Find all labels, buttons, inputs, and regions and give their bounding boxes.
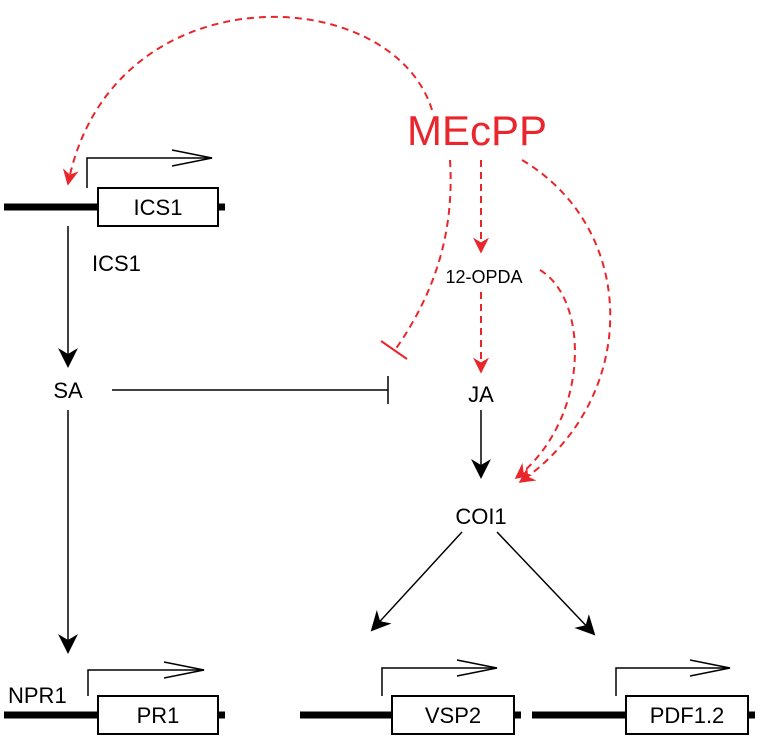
ja-label: JA bbox=[468, 382, 494, 407]
arrow-coi1-to-pdf12 bbox=[496, 531, 596, 636]
mecpp-label: MEcPP bbox=[407, 107, 547, 154]
vsp2-gene-label: VSP2 bbox=[425, 703, 481, 728]
pdf12-promoter-arrowhead bbox=[689, 659, 731, 677]
arrow-coi1-to-vsp2 bbox=[370, 531, 463, 632]
red-inhibition-mecpp-to-sa-ja bbox=[394, 159, 452, 351]
red-arrow-mecpp-to-coi1 bbox=[518, 159, 612, 483]
gene-pr1: PR1 bbox=[4, 661, 225, 735]
red-arrow-mecpp-to-ics1 bbox=[62, 15, 433, 186]
pdf12-gene-label: PDF1.2 bbox=[650, 703, 725, 728]
pr1-gene-label: PR1 bbox=[137, 703, 180, 728]
gene-vsp2: VSP2 bbox=[300, 659, 521, 735]
pdf12-promoter-arrow bbox=[615, 667, 730, 696]
vsp2-promoter-arrow bbox=[381, 667, 497, 696]
ics1-protein-label: ICS1 bbox=[92, 251, 141, 276]
pr1-promoter-arrow bbox=[87, 669, 204, 696]
npr1-label: NPR1 bbox=[8, 683, 67, 708]
vsp2-gene-box bbox=[391, 695, 515, 735]
ics1-promoter-arrow bbox=[86, 157, 212, 188]
vsp2-promoter-arrowhead bbox=[456, 659, 498, 677]
gene-ics1: ICS1 bbox=[4, 149, 225, 227]
pr1-promoter-arrowhead bbox=[163, 661, 205, 679]
red-inhibition-bar bbox=[380, 340, 408, 360]
ics1-promoter-arrowhead bbox=[171, 149, 213, 167]
red-arrow-opda-to-coi1 bbox=[514, 269, 576, 479]
gene-pdf12: PDF1.2 bbox=[532, 659, 755, 735]
opda-label: 12-OPDA bbox=[445, 267, 522, 287]
sa-label: SA bbox=[53, 378, 83, 403]
ics1-gene-label: ICS1 bbox=[134, 195, 183, 220]
coi1-label: COI1 bbox=[455, 504, 506, 529]
